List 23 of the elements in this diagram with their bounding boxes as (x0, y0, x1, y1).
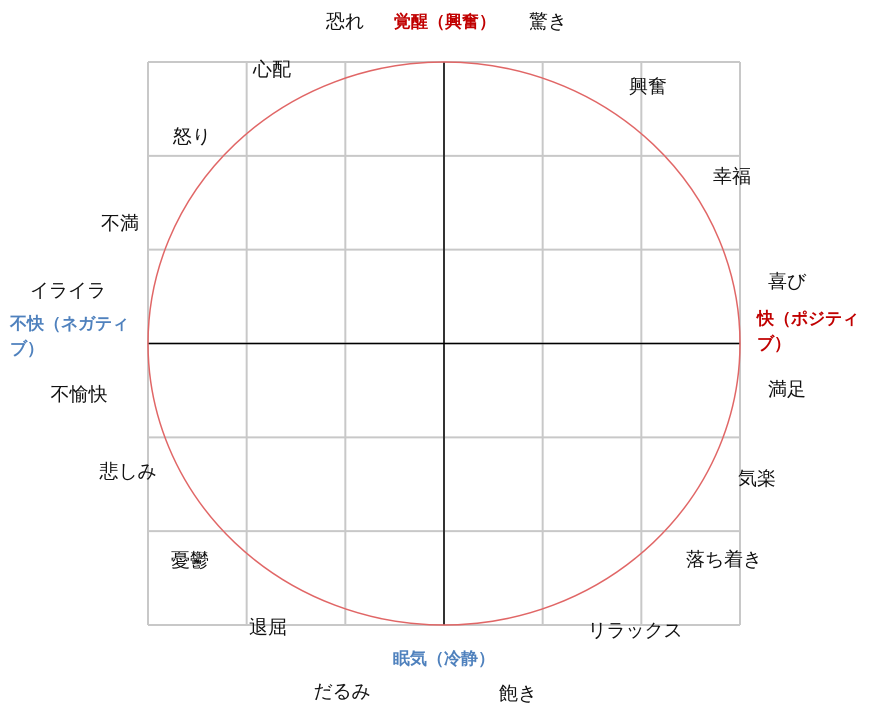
emotion-label: 退屈 (249, 616, 287, 640)
emotion-label: 驚き (529, 10, 567, 34)
emotion-label: 恐れ (326, 10, 364, 34)
emotion-label: リラックス (588, 620, 682, 642)
emotion-label: 気楽 (738, 468, 776, 490)
emotion-label: 不満 (101, 212, 139, 236)
emotion-label: 喜び (768, 270, 806, 294)
emotion-label: だるみ (314, 680, 370, 704)
axis-label: 不快（ネガティブ） (10, 313, 130, 361)
emotion-label: 幸福 (713, 166, 751, 188)
emotion-label: 落ち着き (686, 548, 762, 572)
emotion-label: 興奮 (629, 76, 667, 98)
emotion-label: イライラ (30, 280, 106, 302)
axis-label: 覚醒（興奮） (394, 12, 496, 32)
emotion-label: 怒り (173, 126, 211, 148)
axis-label: 眠気（冷静） (393, 648, 495, 670)
emotion-label: 満足 (768, 378, 806, 402)
emotion-label: 飽き (499, 682, 537, 706)
emotion-label: 不愉快 (50, 384, 108, 406)
emotion-label: 心配 (253, 58, 291, 82)
axis-label: 快（ポジティブ） (757, 308, 860, 356)
emotion-label: 憂鬱 (171, 550, 209, 572)
emotion-label: 悲しみ (100, 460, 156, 484)
